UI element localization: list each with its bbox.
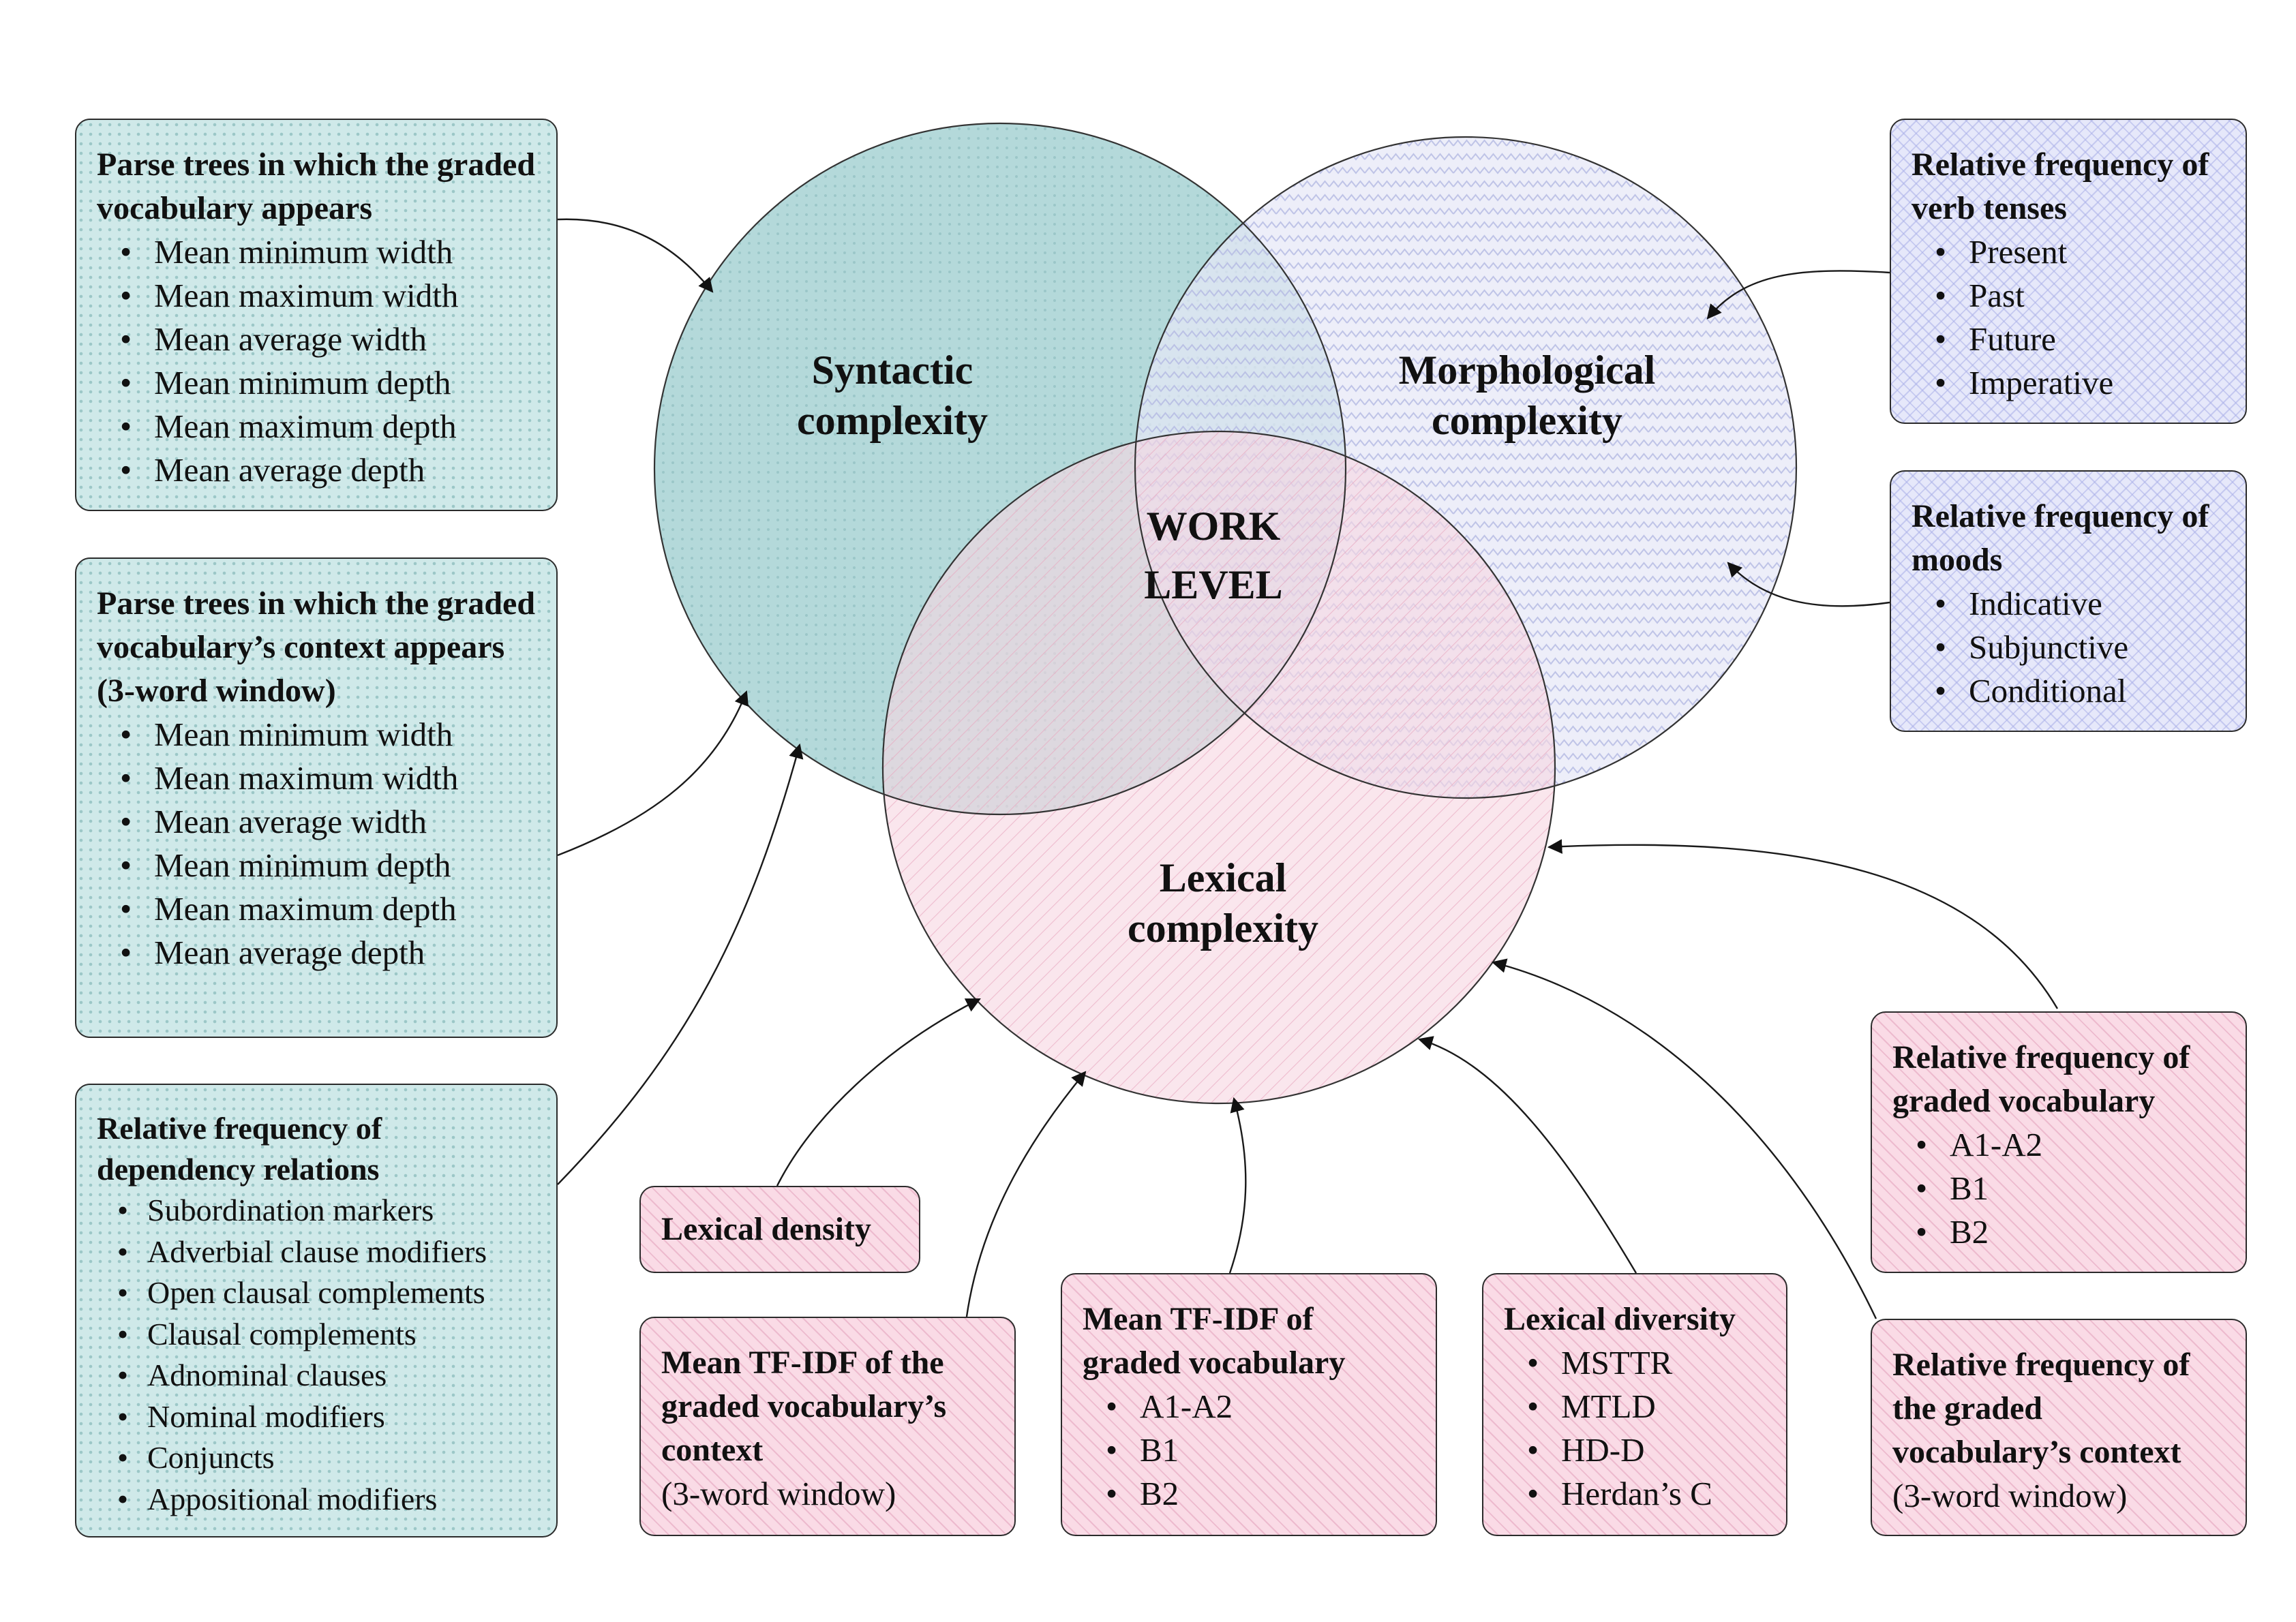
list-item: Subordination markers	[115, 1190, 537, 1231]
list-item: Mean minimum depth	[117, 361, 537, 405]
arrow-dependency	[557, 743, 804, 1185]
tfidf-vocab-title: Mean TF-IDF of graded vocabulary	[1083, 1301, 1346, 1381]
lexical-density-box: Lexical density	[639, 1186, 920, 1273]
graded-vocab-box: Relative frequency of graded vocabulary …	[1871, 1011, 2247, 1273]
lexical-diversity-box: Lexical diversity MSTTR MTLD HD-D Herdan…	[1482, 1273, 1787, 1536]
parse-context-list: Mean minimum width Mean maximum width Me…	[97, 713, 537, 975]
arrow-moods	[1727, 562, 1890, 607]
tfidf-context-note: (3-word window)	[661, 1475, 896, 1512]
list-item: A1-A2	[1103, 1385, 1417, 1428]
list-item: Mean maximum width	[117, 274, 537, 318]
verb-tenses-box: Relative frequency of verb tenses Presen…	[1890, 119, 2247, 424]
list-item: Clausal complements	[115, 1314, 537, 1356]
list-item: Future	[1932, 318, 2226, 361]
work-level-line1: WORK	[1146, 504, 1281, 549]
list-item: Adverbial clause modifiers	[115, 1231, 537, 1273]
arrow-tfidf-vocab	[1228, 1097, 1247, 1274]
list-item: MSTTR	[1524, 1341, 1767, 1385]
list-item: B1	[1913, 1167, 2226, 1210]
list-item: Imperative	[1932, 361, 2226, 405]
tfidf-context-title: Mean TF-IDF of the graded vocabulary’s c…	[661, 1345, 947, 1468]
lexical-label-line1: Lexical	[1159, 855, 1287, 900]
lexical-density-title: Lexical density	[661, 1211, 871, 1247]
lexical-diversity-title: Lexical diversity	[1504, 1301, 1736, 1337]
list-item: Adnominal clauses	[115, 1355, 537, 1396]
list-item: Mean minimum width	[117, 230, 537, 274]
parse-vocab-box: Parse trees in which the graded vocabula…	[75, 119, 558, 511]
list-item: Mean average width	[117, 800, 537, 844]
arrow-parse-vocab	[557, 218, 714, 293]
verb-tenses-title: Relative frequency of verb tenses	[1912, 147, 2209, 226]
context-freq-note: (3-word window)	[1892, 1477, 2128, 1514]
work-level-label: WORK LEVEL	[1144, 497, 1282, 614]
moods-list: Indicative Subjunctive Conditional	[1912, 582, 2226, 713]
syntactic-label-line2: complexity	[797, 398, 988, 443]
list-item: Open clausal complements	[115, 1272, 537, 1314]
parse-vocab-title: Parse trees in which the graded vocabula…	[97, 147, 536, 226]
dependency-list: Subordination markers Adverbial clause m…	[97, 1190, 537, 1520]
arrow-context-freq	[1491, 958, 1877, 1319]
list-item: Mean maximum depth	[117, 405, 537, 448]
list-item: Indicative	[1932, 582, 2226, 626]
syntactic-label: Syntactic complexity	[797, 345, 988, 446]
list-item: Subjunctive	[1932, 626, 2226, 669]
list-item: Mean average width	[117, 318, 537, 361]
dependency-title: Relative frequency of dependency relatio…	[97, 1111, 382, 1187]
arrow-graded-vocab	[1547, 839, 2059, 1009]
arrow-tfidf-context	[965, 1071, 1087, 1317]
morphological-label-line1: Morphological	[1398, 348, 1656, 393]
dependency-box: Relative frequency of dependency relatio…	[75, 1084, 558, 1537]
list-item: Nominal modifiers	[115, 1396, 537, 1438]
list-item: B2	[1103, 1472, 1417, 1516]
list-item: Mean average depth	[117, 448, 537, 492]
list-item: Appositional modifiers	[115, 1479, 537, 1520]
parse-vocab-list: Mean minimum width Mean maximum width Me…	[97, 230, 537, 492]
syntactic-label-line1: Syntactic	[811, 348, 973, 393]
context-freq-box: Relative frequency of the graded vocabul…	[1871, 1319, 2247, 1536]
tfidf-vocab-box: Mean TF-IDF of graded vocabulary A1-A2 B…	[1061, 1273, 1437, 1536]
graded-vocab-list: A1-A2 B1 B2	[1892, 1123, 2226, 1254]
arrow-parse-context	[557, 690, 749, 857]
list-item: B1	[1103, 1428, 1417, 1472]
morphological-label: Morphological complexity	[1399, 345, 1656, 446]
arrow-lexical-diversity	[1417, 1036, 1637, 1274]
list-item: A1-A2	[1913, 1123, 2226, 1167]
lexical-diversity-list: MSTTR MTLD HD-D Herdan’s C	[1504, 1341, 1767, 1516]
lexical-circle	[883, 431, 1555, 1103]
arrow-lexical-density	[776, 998, 981, 1187]
list-item: Past	[1932, 274, 2226, 318]
list-item: MTLD	[1524, 1385, 1767, 1428]
tfidf-vocab-list: A1-A2 B1 B2	[1083, 1385, 1417, 1516]
list-item: Present	[1932, 230, 2226, 274]
list-item: Conjuncts	[115, 1437, 537, 1479]
list-item: Conditional	[1932, 669, 2226, 713]
lexical-label-line2: complexity	[1128, 906, 1318, 951]
parse-context-title: Parse trees in which the graded vocabula…	[97, 585, 536, 709]
list-item: Mean minimum depth	[117, 844, 537, 887]
list-item: Herdan’s C	[1524, 1472, 1767, 1516]
work-level-line2: LEVEL	[1144, 562, 1283, 607]
list-item: B2	[1913, 1210, 2226, 1254]
tfidf-context-box: Mean TF-IDF of the graded vocabulary’s c…	[639, 1317, 1016, 1536]
arrow-verb-tenses	[1706, 270, 1890, 320]
list-item: Mean maximum width	[117, 756, 537, 800]
list-item: Mean average depth	[117, 931, 537, 975]
morphological-label-line2: complexity	[1432, 398, 1622, 443]
lexical-label: Lexical complexity	[1128, 853, 1318, 953]
context-freq-title: Relative frequency of the graded vocabul…	[1892, 1347, 2190, 1470]
verb-tenses-list: Present Past Future Imperative	[1912, 230, 2226, 405]
graded-vocab-title: Relative frequency of graded vocabulary	[1892, 1039, 2190, 1119]
moods-title: Relative frequency of moods	[1912, 498, 2209, 578]
list-item: Mean maximum depth	[117, 887, 537, 931]
parse-context-box: Parse trees in which the graded vocabula…	[75, 557, 558, 1038]
list-item: Mean minimum width	[117, 713, 537, 756]
moods-box: Relative frequency of moods Indicative S…	[1890, 470, 2247, 732]
list-item: HD-D	[1524, 1428, 1767, 1472]
